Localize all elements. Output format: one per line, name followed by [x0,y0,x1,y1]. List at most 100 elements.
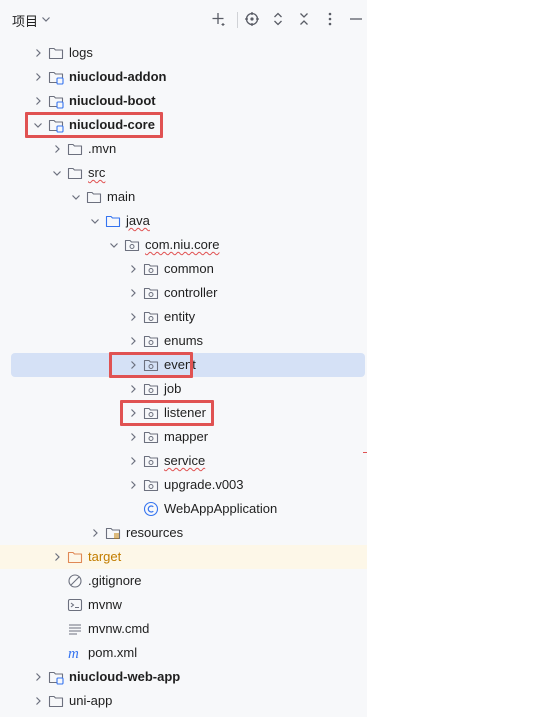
chevron-right-icon[interactable] [51,551,63,563]
tree-item[interactable]: .mvn [0,137,367,161]
tree-item-label: target [88,549,122,564]
folder-icon [67,141,83,157]
tree-item[interactable]: entity [0,305,367,329]
tree-item[interactable]: WebAppApplication [0,497,367,521]
tree-item[interactable]: common [0,257,367,281]
tree-item-label: mvnw [88,597,122,612]
chevron-right-icon[interactable] [127,263,139,275]
annotation-box [109,352,193,378]
tree-item-label: WebAppApplication [164,501,278,516]
source-folder-icon [105,213,121,229]
tree-item[interactable]: service [0,449,367,473]
module-icon [48,117,64,133]
tree-item[interactable]: target [0,545,367,569]
expand-icon[interactable] [270,11,286,27]
tree-item[interactable]: event [11,353,365,377]
tree-item[interactable]: logs [0,41,367,65]
tree-item[interactable]: niucloud-web-app [0,665,367,689]
excluded-folder-icon [67,549,83,565]
chevron-right-icon[interactable] [51,143,63,155]
tree-item[interactable]: enums [0,329,367,353]
chevron-right-icon[interactable] [32,695,44,707]
tree-item[interactable]: niucloud-boot [0,89,367,113]
java-class-icon [143,501,159,517]
package-icon [143,477,159,493]
package-icon [143,261,159,277]
chevron-down-icon[interactable] [40,13,52,25]
chevron-right-icon[interactable] [127,479,139,491]
tree-item-label: entity [164,309,196,324]
package-icon [143,333,159,349]
tree-item-label: niucloud-web-app [69,669,181,684]
tree-item-label: mapper [164,429,209,444]
chevron-right-icon[interactable] [32,671,44,683]
tree-item-label: .mvn [88,141,117,156]
chevron-right-icon[interactable] [127,359,139,371]
package-icon [143,429,159,445]
folder-icon [48,45,64,61]
tree-item[interactable]: mvnw.cmd [0,617,367,641]
tree-item[interactable]: job [0,377,367,401]
panel-header: 项目 [0,0,367,40]
chevron-right-icon[interactable] [127,311,139,323]
tree-item-label: com.niu.core [145,237,220,252]
tree-item[interactable]: java [0,209,367,233]
collapse-icon[interactable] [296,11,312,27]
tree-item[interactable]: niucloud-core [0,113,367,137]
tree-item-label: enums [164,333,204,348]
tree-item[interactable]: mvnw [0,593,367,617]
panel-title[interactable]: 项目 [12,14,39,29]
tree-item-label: main [107,189,136,204]
package-icon [143,357,159,373]
tree-item-label: niucloud-boot [69,93,156,108]
tree-item[interactable]: main [0,185,367,209]
tree-item[interactable]: uni-app [0,689,367,713]
tree-item[interactable]: upgrade.v003 [0,473,367,497]
package-icon [124,237,140,253]
tree-item-label: event [164,357,196,372]
package-icon [143,453,159,469]
more-icon[interactable] [322,11,338,27]
chevron-right-icon[interactable] [127,431,139,443]
tree-item-label: resources [126,525,184,540]
chevron-right-icon[interactable] [127,335,139,347]
editor-edge-marker [363,452,367,453]
package-icon [143,405,159,421]
chevron-down-icon[interactable] [89,215,101,227]
tree-item[interactable]: listener [0,401,367,425]
project-panel: 项目 logs niucloud-addon niucloud-boot niuclo… [0,0,367,713]
chevron-right-icon[interactable] [127,455,139,467]
tree-item[interactable]: .gitignore [0,569,367,593]
chevron-right-icon[interactable] [127,383,139,395]
toolbar-separator [237,12,238,28]
tree-item-label: uni-app [69,693,113,708]
chevron-right-icon[interactable] [127,407,139,419]
chevron-right-icon[interactable] [32,71,44,83]
chevron-right-icon[interactable] [32,47,44,59]
chevron-down-icon[interactable] [32,119,44,131]
chevron-down-icon[interactable] [70,191,82,203]
chevron-right-icon[interactable] [32,95,44,107]
minimize-icon[interactable] [348,11,364,27]
chevron-down-icon[interactable] [108,239,120,251]
folder-icon [67,165,83,181]
tree-item[interactable]: resources [0,521,367,545]
tree-item[interactable]: com.niu.core [0,233,367,257]
chevron-down-icon[interactable] [51,167,63,179]
tree-item-label: mvnw.cmd [88,621,150,636]
chevron-right-icon[interactable] [127,287,139,299]
tree-item[interactable]: mapper [0,425,367,449]
package-icon [143,285,159,301]
add-icon[interactable] [211,11,227,27]
svg-text:m: m [68,646,79,661]
locate-icon[interactable] [244,11,260,27]
module-icon [48,669,64,685]
tree-item[interactable]: src [0,161,367,185]
chevron-right-icon[interactable] [89,527,101,539]
tree-item[interactable]: niucloud-addon [0,65,367,89]
tree-item-label: logs [69,45,93,60]
tree-item-label: job [164,381,182,396]
tree-item[interactable]: controller [0,281,367,305]
package-icon [143,381,159,397]
